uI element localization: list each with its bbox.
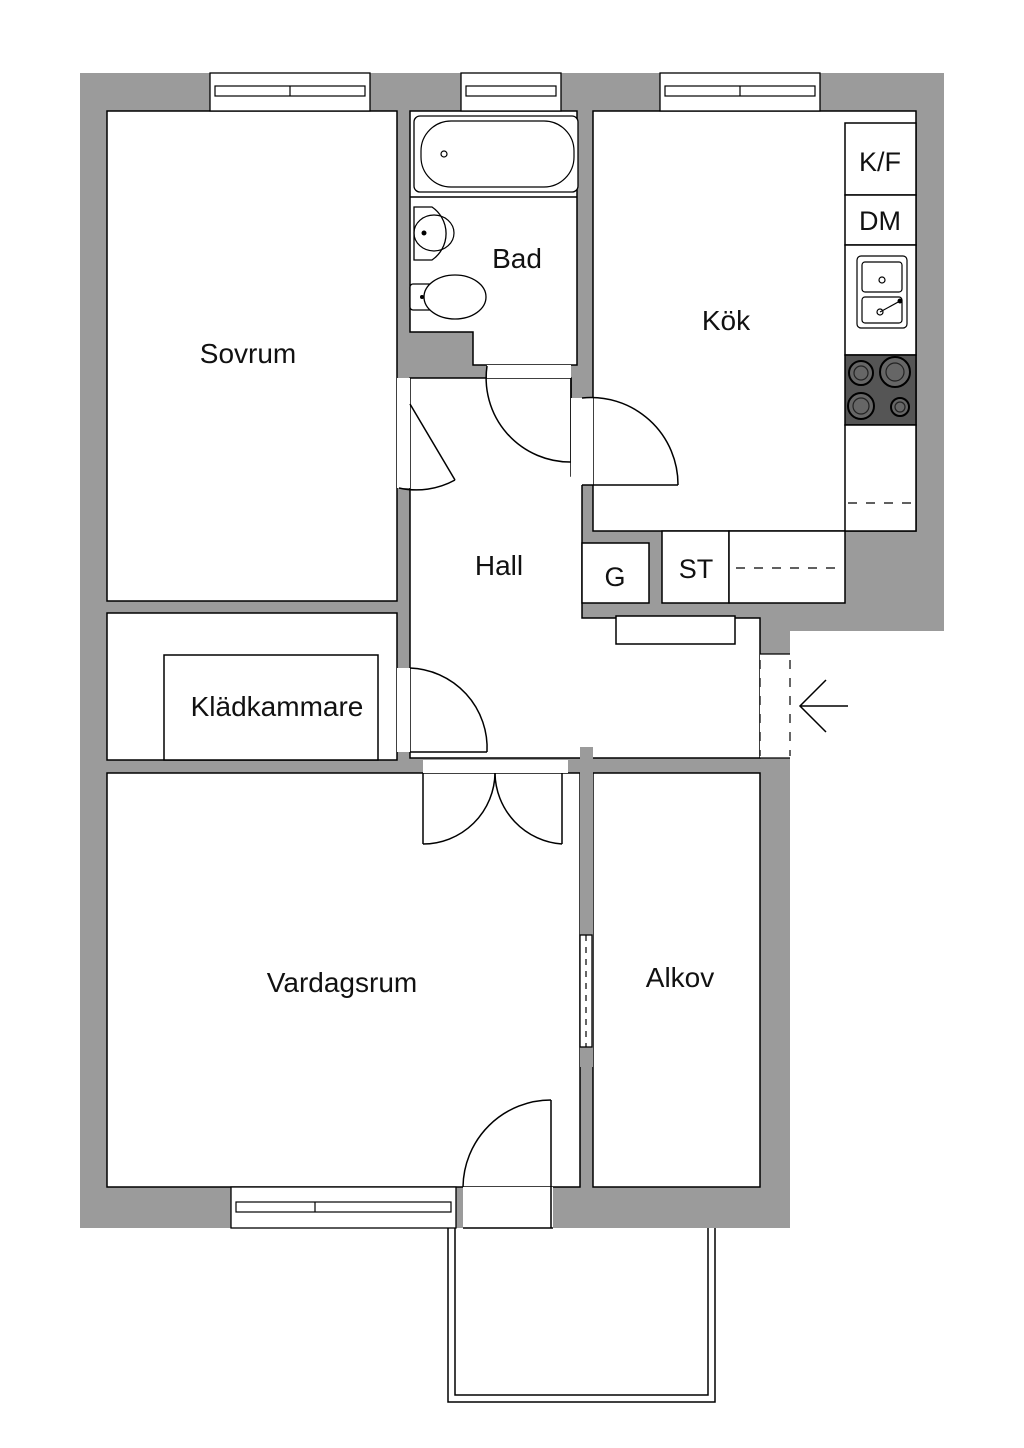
- dishwasher: [844, 194, 917, 246]
- room-sovrum: [106, 110, 398, 602]
- label-kok: Kök: [702, 305, 751, 336]
- door-sovrum: [397, 378, 456, 491]
- label-alkov: Alkov: [646, 962, 714, 993]
- door-kladkammare: [397, 667, 488, 753]
- cabinet-g: [581, 542, 650, 604]
- label-hall: Hall: [475, 550, 523, 581]
- balcony: [447, 1228, 716, 1403]
- label-vardagsrum: Vardagsrum: [267, 967, 417, 998]
- stove-icon: [844, 354, 917, 426]
- sink-icon: [856, 255, 908, 329]
- label-bad: Bad: [492, 243, 542, 274]
- label-fridge-freezer: K/F: [859, 147, 901, 177]
- window-kok: [659, 72, 821, 112]
- door-vardagsrum-double: [422, 760, 568, 845]
- window-sovrum: [209, 72, 371, 112]
- room-alkov: [592, 772, 761, 1188]
- label-storage: ST: [679, 554, 714, 584]
- bathtub-icon: [413, 115, 579, 193]
- wardrobe-shelf: [163, 654, 379, 761]
- label-sovrum: Sovrum: [200, 338, 296, 369]
- door-balcony: [462, 1099, 553, 1229]
- label-kladkammare: Klädkammare: [191, 691, 364, 722]
- cabinet-st: [661, 530, 730, 604]
- entrance-arrow-icon: [798, 679, 848, 733]
- toilet-icon: [409, 274, 487, 320]
- counter-lower: [844, 424, 917, 532]
- window-vardagsrum: [230, 1186, 457, 1229]
- window-bad: [460, 72, 562, 112]
- shoe-rack: [615, 615, 736, 645]
- label-wardrobe: G: [604, 562, 625, 592]
- label-dishwasher: DM: [859, 206, 901, 236]
- counter-storage: [728, 530, 846, 604]
- washbasin-icon: [413, 206, 455, 261]
- entrance-door: [759, 653, 791, 759]
- door-kok: [571, 396, 679, 486]
